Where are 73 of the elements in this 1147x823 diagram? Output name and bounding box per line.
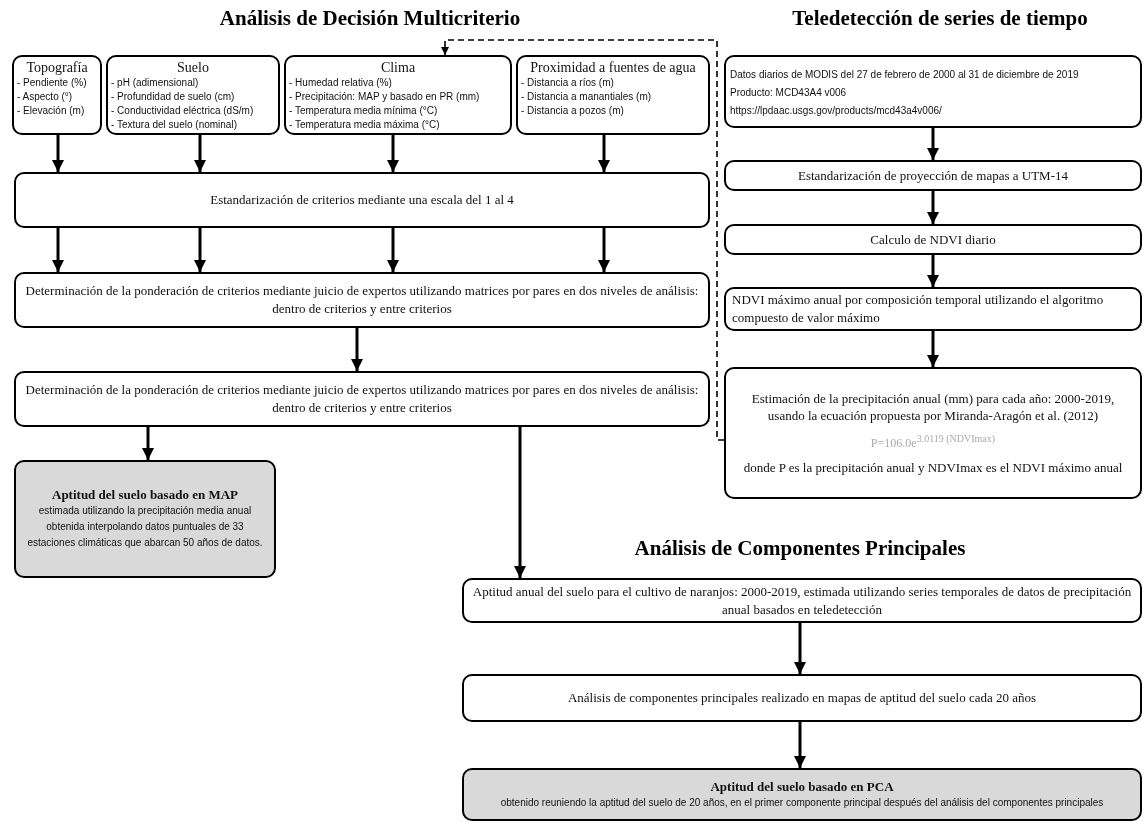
arrow (794, 623, 806, 674)
section-heading: Teledetección de series de tiempo (792, 6, 1088, 31)
criterion-item: - Distancia a ríos (m) (520, 76, 615, 91)
box-text: Estandarización de proyección de mapas a UTM-14 (797, 166, 1069, 185)
arrow (927, 255, 939, 287)
process-box (724, 224, 1142, 255)
criterion-item: - Elevación (m) (16, 104, 86, 119)
box-text: NDVI máximo anual por composición temporal utilizando el algoritmo compuesto de valor máximo (731, 291, 1105, 327)
criterion-item: - Temperatura media mínima (°C) (288, 104, 439, 119)
box-heading: Suelo (176, 60, 210, 77)
process-box (724, 287, 1142, 331)
box-heading: Clima (379, 60, 417, 77)
box-text: obtenido reuniendo la aptitud del suelo de 20 años, en el primer componente principal después del análisis del componentes principales (499, 795, 1105, 810)
criterion-item: - Distancia a pozos (m) (520, 104, 625, 119)
process-box (724, 55, 1142, 128)
process-box (106, 55, 280, 135)
box-text: Determinación de la ponderación de criterios mediante juicio de expertos utilizando matrices por pares en dos niveles de análisis: dentro de criterios y entre criterios (24, 282, 700, 318)
arrow (52, 135, 64, 172)
arrow (52, 228, 64, 272)
formula: P=106.0e$^{3.0119 (NDVImax)}$ (869, 432, 997, 451)
arrow (927, 331, 939, 367)
box-heading: Aptitud del suelo basado en PCA (709, 778, 895, 795)
arrow (351, 328, 363, 371)
process-box (724, 367, 1142, 499)
arrow (514, 427, 526, 578)
section-heading: Análisis de Decisión Multicriterio (219, 6, 521, 31)
arrow (387, 135, 399, 172)
arrow (194, 228, 206, 272)
criterion-item: - pH (adimensional) (110, 76, 200, 91)
arrow (598, 135, 610, 172)
arrow (794, 722, 806, 768)
process-box (724, 160, 1142, 191)
arrow (927, 191, 939, 224)
arrow (927, 128, 939, 160)
box-text: https://lpdaac.usgs.gov/products/mcd43a4v006/ (729, 103, 943, 118)
box-text: Calculo de NDVI diario (869, 230, 997, 249)
box-heading: Aptitud del suelo basado en MAP (51, 487, 239, 503)
arrow (598, 228, 610, 272)
arrow (142, 427, 154, 460)
arrow (194, 135, 206, 172)
process-box (462, 674, 1142, 722)
box-text: Análisis de componentes principales realizado en mapas de aptitud del suelo cada 20 años (566, 689, 1038, 707)
box-text: Aptitud anual del suelo para el cultivo de naranjos: 2000-2019, estimada utilizando series temporales de datos de precipitación anual basados en teledetección (471, 582, 1133, 619)
arrow (441, 39, 725, 441)
process-box (516, 55, 710, 135)
process-box (14, 371, 710, 427)
criterion-item: - Conductividad eléctrica (dS/m) (110, 104, 255, 119)
box-heading: Proximidad a fuentes de agua (529, 60, 697, 77)
criterion-item: - Textura del suelo (nominal) (110, 118, 238, 133)
box-text: estimada utilizando la precipitación media anual obtenida interpolando datos puntuales de 33 estaciones climáticas que abarcan 50 años de datos. (26, 504, 264, 550)
criterion-item: - Aspecto (°) (16, 90, 74, 105)
criterion-item: - Distancia a manantiales (m) (520, 90, 653, 105)
process-box (12, 55, 102, 135)
criterion-item: - Profundidad de suelo (cm) (110, 90, 236, 105)
box-text: Datos diarios de MODIS del 27 de febrero de 2000 al 31 de diciembre de 2019 (729, 67, 1080, 82)
box-text: Determinación de la ponderación de criterios mediante juicio de expertos utilizando matrices por pares en dos niveles de análisis: dentro de criterios y entre criterios (24, 381, 700, 417)
box-text: Producto: MCD43A4 v006 (729, 85, 848, 100)
criterion-item: - Pendiente (%) (16, 76, 88, 91)
section-heading: Análisis de Componentes Principales (634, 536, 966, 561)
process-box (14, 460, 276, 578)
box-text: donde P es la precipitación anual y NDVImax es el NDVI máximo anual (742, 458, 1124, 477)
process-box (14, 272, 710, 328)
criterion-item: - Temperatura media máxima (°C) (288, 118, 441, 133)
box-heading: Topografía (25, 60, 89, 77)
process-box (14, 172, 710, 228)
box-text: Estimación de la precipitación anual (mm) para cada año: 2000-2019, usando la ecuación propuesta por Miranda-Aragón et al. (2012) (750, 389, 1116, 425)
arrow (387, 228, 399, 272)
process-box (284, 55, 512, 135)
criterion-item: - Humedad relativa (%) (288, 76, 393, 91)
process-box (462, 578, 1142, 623)
box-text: Estandarización de criterios mediante una escala del 1 al 4 (209, 191, 515, 209)
process-box (462, 768, 1142, 821)
criterion-item: - Precipitación: MAP y basado en PR (mm) (288, 90, 481, 105)
